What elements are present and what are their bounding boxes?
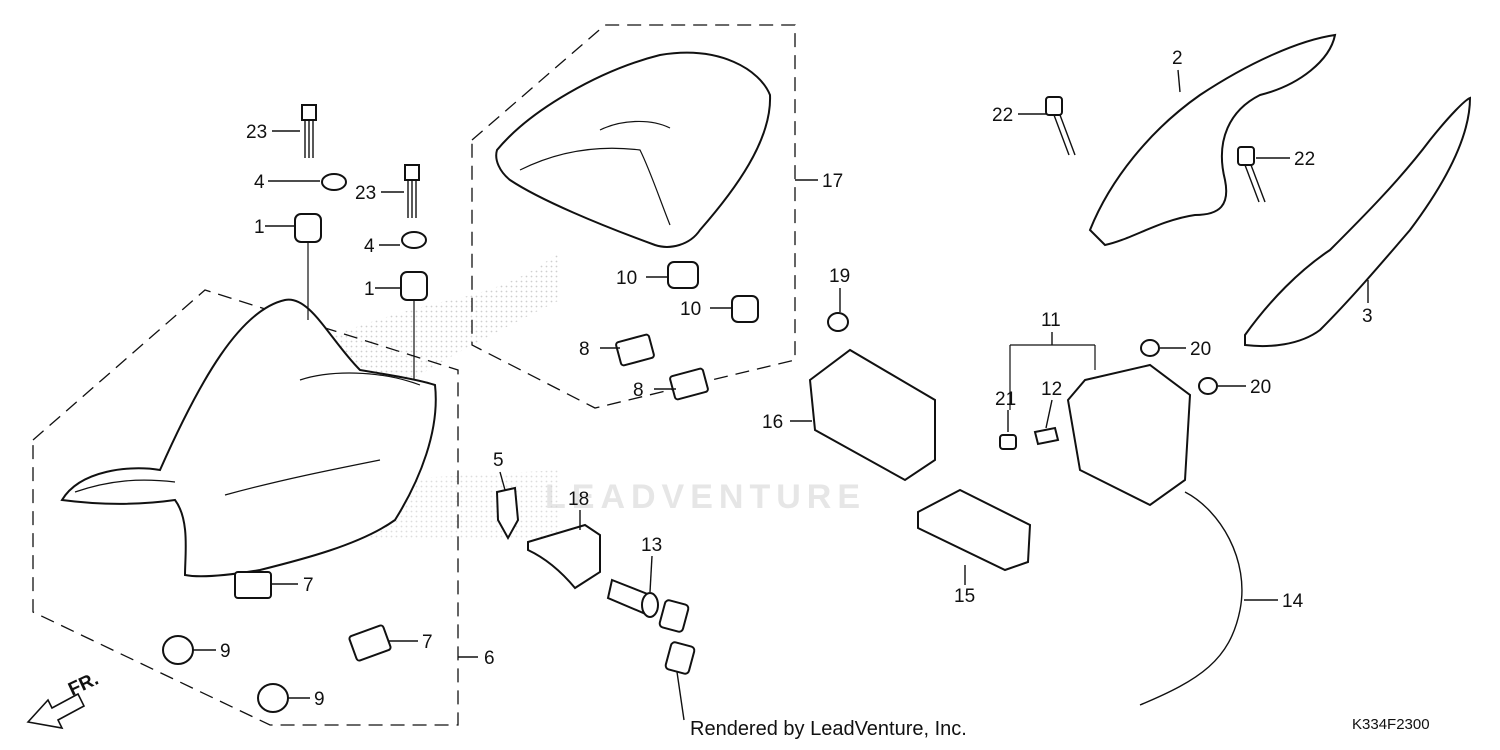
- callout-1a: 1: [254, 217, 265, 238]
- bolt-22a[interactable]: [1045, 96, 1076, 156]
- callout-6: 6: [484, 648, 495, 669]
- diagram-code: K334F2300: [1352, 716, 1430, 733]
- callout-23b: 23: [355, 183, 376, 204]
- cowl-rubber-8a[interactable]: [615, 333, 655, 367]
- callout-19: 19: [829, 266, 850, 287]
- grab-rail-3[interactable]: [1244, 96, 1472, 348]
- cover-18[interactable]: [527, 523, 601, 590]
- callout-8b: 8: [633, 380, 644, 401]
- callout-16: 16: [762, 412, 783, 433]
- seat-rubber-7a[interactable]: [234, 571, 272, 599]
- callout-7a: 7: [303, 575, 314, 596]
- leader-lines: [193, 69, 1369, 699]
- seat-cowl-group-outline: [471, 24, 796, 409]
- render-credit: Rendered by LeadVenture, Inc.: [690, 718, 967, 740]
- front-label: FR.: [65, 669, 102, 701]
- seat-rubber-7b[interactable]: [348, 624, 392, 662]
- grommet-1b[interactable]: [400, 271, 428, 301]
- callout-8a: 8: [579, 339, 590, 360]
- callout-17: 17: [822, 171, 843, 192]
- callout-14: 14: [1282, 591, 1304, 612]
- callout-13: 13: [641, 535, 662, 556]
- cushion-16[interactable]: [808, 348, 936, 482]
- callout-7b: 7: [422, 632, 433, 653]
- nut-20a[interactable]: [1140, 339, 1160, 357]
- seat-catch-11[interactable]: [1066, 363, 1192, 507]
- bolt-23a[interactable]: [301, 104, 317, 158]
- grommet-1a[interactable]: [294, 213, 322, 243]
- callout-5: 5: [493, 450, 504, 471]
- callout-9a: 9: [220, 641, 231, 662]
- callout-1b: 1: [364, 279, 375, 300]
- collar-4b[interactable]: [401, 231, 427, 249]
- cowl-rubber-8b[interactable]: [669, 367, 709, 401]
- callout-15: 15: [954, 586, 975, 607]
- cowl-cushion-10a[interactable]: [667, 261, 699, 289]
- callout-9b: 9: [314, 689, 325, 710]
- spring-12[interactable]: [1033, 426, 1060, 446]
- callout-18: 18: [568, 489, 589, 510]
- front-direction-arrow: FR.: [26, 669, 102, 730]
- callout-10a: 10: [616, 268, 637, 289]
- nut-20b[interactable]: [1198, 377, 1218, 395]
- callout-3: 3: [1362, 306, 1373, 327]
- seat-cushion-9b[interactable]: [257, 683, 289, 713]
- bolt-23b[interactable]: [404, 164, 420, 218]
- callout-22a: 22: [992, 105, 1013, 126]
- callout-12: 12: [1041, 379, 1062, 400]
- callout-21: 21: [995, 389, 1016, 410]
- bolt-22b[interactable]: [1237, 146, 1266, 203]
- callout-2: 2: [1172, 48, 1183, 69]
- callout-11: 11: [1041, 310, 1061, 331]
- cowl-cushion-10b[interactable]: [731, 295, 759, 323]
- seat-cushion-9a[interactable]: [162, 635, 194, 665]
- callout-20a: 20: [1190, 339, 1211, 360]
- callout-10b: 10: [680, 299, 701, 320]
- callout-20b: 20: [1250, 377, 1271, 398]
- key-cylinder-13[interactable]: [606, 578, 696, 721]
- cap-21[interactable]: [999, 434, 1017, 450]
- seat-lock-cable-14[interactable]: [1139, 491, 1243, 706]
- rider-seat[interactable]: [60, 298, 437, 578]
- callout-4b: 4: [364, 236, 375, 257]
- watermark: LEADVENTURE: [545, 478, 867, 516]
- clip-5[interactable]: [495, 486, 520, 541]
- callout-22b: 22: [1294, 149, 1315, 170]
- bolt-19[interactable]: [827, 312, 849, 332]
- collar-4a[interactable]: [321, 173, 347, 191]
- callout-23a: 23: [246, 122, 267, 143]
- grab-rail-2[interactable]: [1088, 33, 1337, 247]
- seat-group-outline: [32, 289, 459, 726]
- bracket-15[interactable]: [917, 488, 1032, 572]
- callout-4a: 4: [254, 172, 265, 193]
